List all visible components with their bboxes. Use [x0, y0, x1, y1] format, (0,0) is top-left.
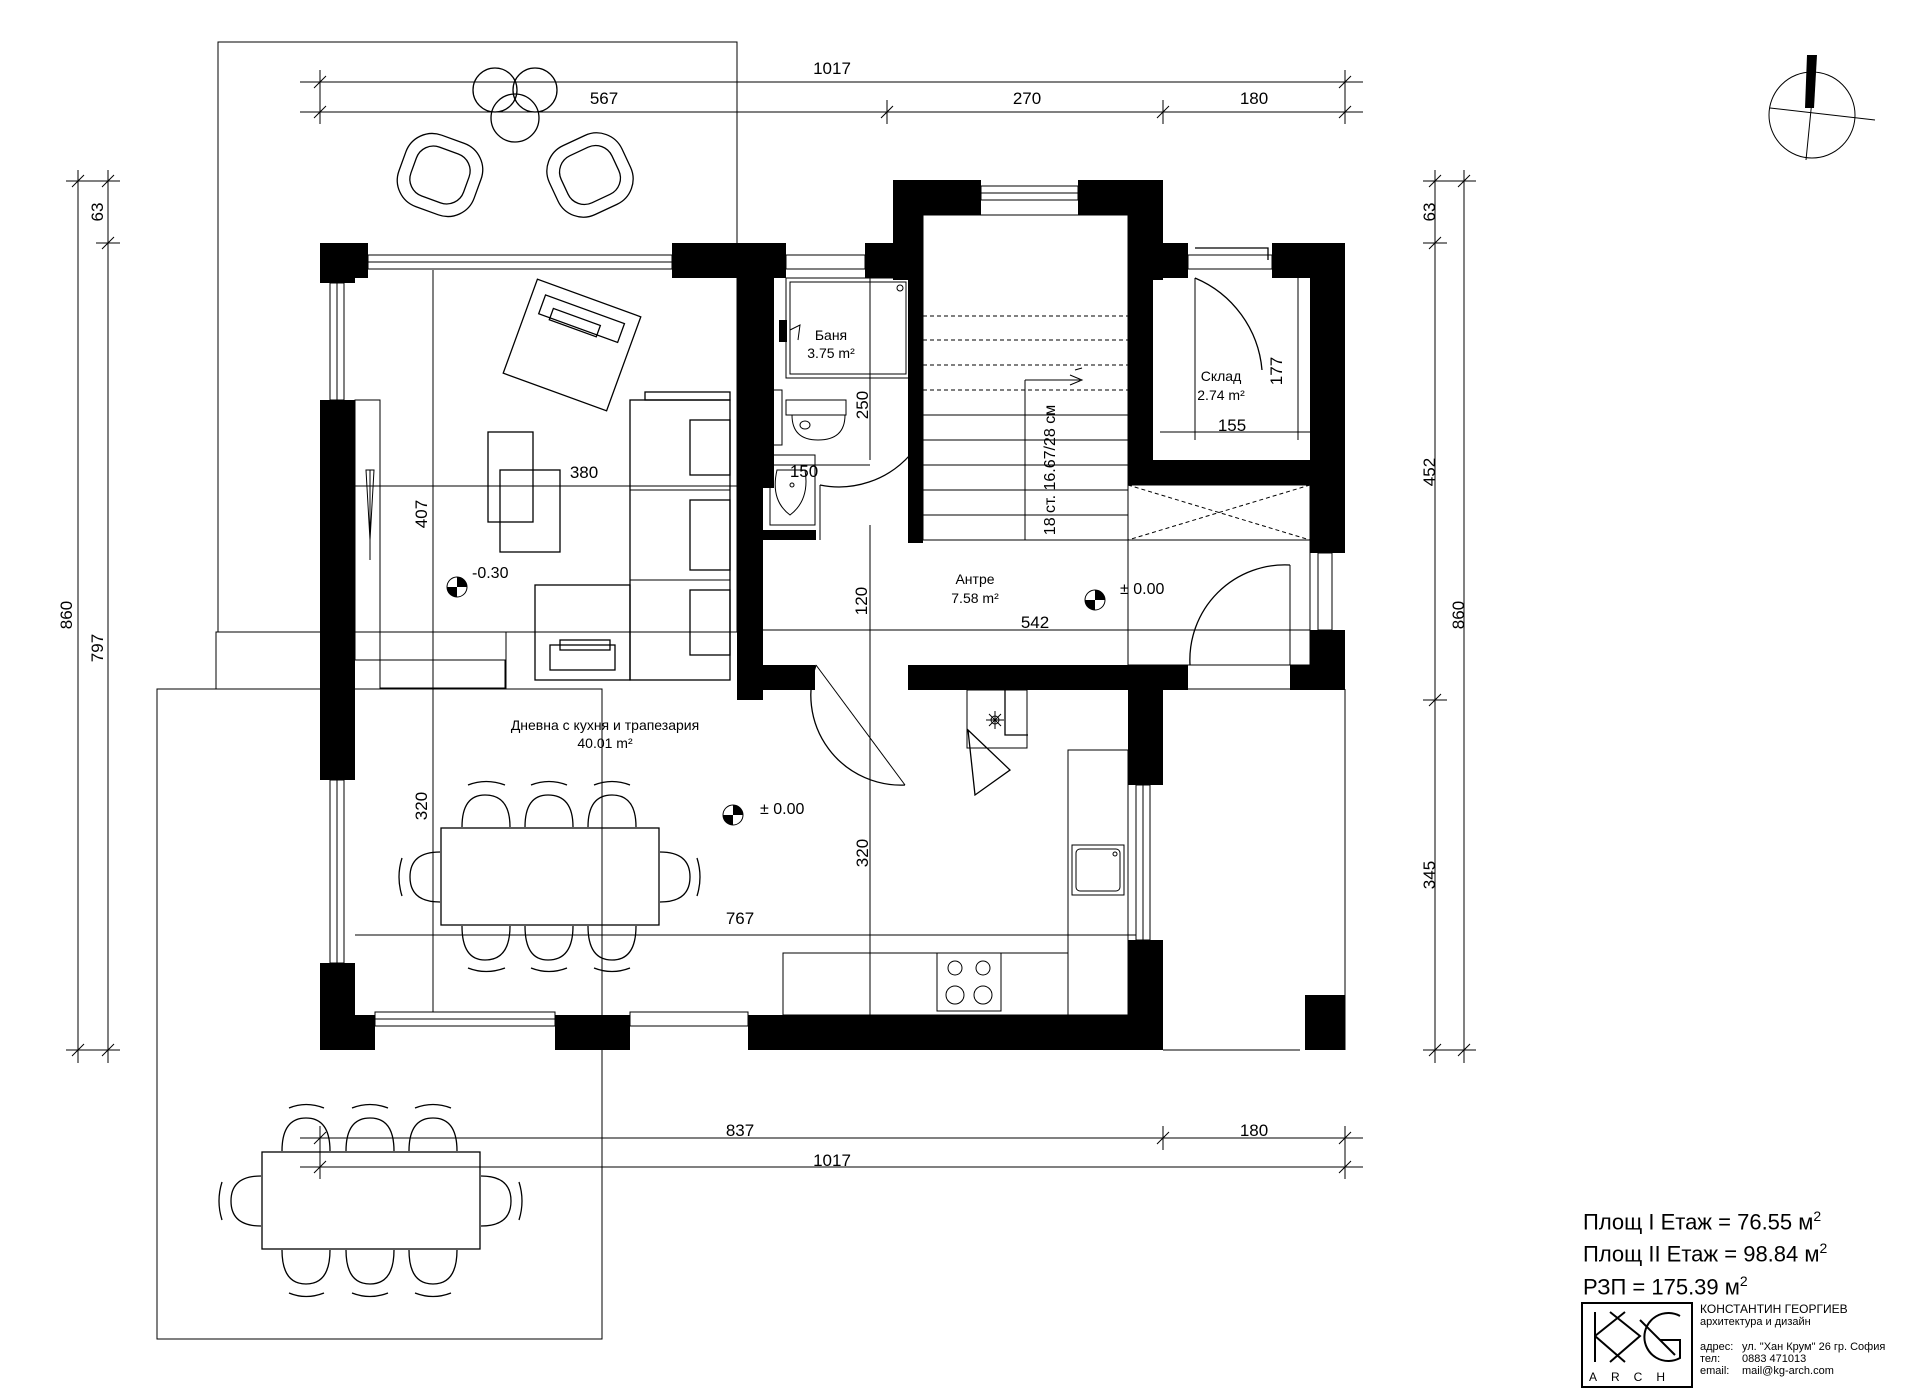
- dim-office-w: 380: [570, 463, 598, 482]
- room-living-name: Дневна с кухня и трапезария: [511, 717, 699, 733]
- staircase: 18 ст. 16.67/28 см: [922, 214, 1129, 541]
- dim-bottom-a: 837: [726, 1121, 754, 1140]
- room-hall-name: Антре: [955, 571, 994, 587]
- room-storage-name: Склад: [1201, 368, 1242, 384]
- dim-storage-w: 155: [1218, 416, 1246, 435]
- logo-frame: ARCH: [1581, 1302, 1693, 1388]
- north-arrow-icon: [1768, 55, 1876, 161]
- level-markers: -0.30 ± 0.00 ± 0.00: [446, 565, 1164, 826]
- area-summary: Площ I Етаж = 76.55 м2 Площ II Етаж = 98…: [1583, 1203, 1903, 1300]
- dim-storage-h: 177: [1267, 357, 1286, 385]
- dim-right-b: 452: [1420, 458, 1439, 486]
- area-total: РЗП = 175.39 м2: [1583, 1272, 1748, 1299]
- dimension-labels: 1017 567 270 180 837 180 1017 63 860 797…: [57, 59, 1468, 1170]
- area-floor2: Площ II Етаж = 98.84 м2: [1583, 1240, 1828, 1267]
- phone-value: 0883 471013: [1742, 1353, 1807, 1365]
- dim-office-h: 407: [412, 500, 431, 528]
- phone-label: тел:: [1700, 1353, 1721, 1365]
- email-label: email:: [1700, 1365, 1730, 1377]
- dim-top-a: 567: [590, 89, 618, 108]
- area-floor1: Площ I Етаж = 76.55 м2: [1583, 1208, 1822, 1235]
- kg-logo-icon: [1594, 1311, 1681, 1363]
- terrace-furniture: [396, 67, 634, 218]
- dim-living-h2: 320: [853, 839, 872, 867]
- room-labels: Баня 3.75 m² Склад 2.74 m² Антре 7.58 m²…: [511, 327, 1245, 751]
- level-living: ± 0.00: [760, 801, 804, 818]
- dim-top-b: 270: [1013, 89, 1041, 108]
- company-name: КОНСТАНТИН ГЕОРГИЕВ: [1700, 1302, 1848, 1316]
- dim-top-c: 180: [1240, 89, 1268, 108]
- address-label: адрес:: [1700, 1341, 1734, 1353]
- contact-block: адрес: ул. "Хан Крум" 26 гр. София тел: 08…: [1700, 1341, 1885, 1377]
- dim-right-a: 63: [1420, 203, 1439, 222]
- email-value[interactable]: mail@kg-arch.com: [1742, 1365, 1834, 1377]
- dim-left-b: 860: [57, 601, 76, 629]
- dim-living-w: 767: [726, 909, 754, 928]
- walls: [320, 180, 1345, 1050]
- room-storage-area: 2.74 m²: [1197, 387, 1245, 403]
- room-bath-area: 3.75 m²: [807, 345, 855, 361]
- stairs-label: 18 ст. 16.67/28 см: [1042, 405, 1059, 535]
- level-office: -0.30: [472, 565, 509, 582]
- room-bath-name: Баня: [815, 327, 847, 343]
- bathroom-fixtures: [769, 277, 911, 526]
- dim-top-total: 1017: [813, 59, 851, 78]
- dim-left-a: 63: [88, 203, 107, 222]
- dim-living-h: 320: [412, 792, 431, 820]
- dim-hall-w: 542: [1021, 613, 1049, 632]
- company-tagline: архитектура и дизайн: [1700, 1316, 1811, 1328]
- dim-bottom-total: 1017: [813, 1151, 851, 1170]
- dim-bath-h: 250: [853, 391, 872, 419]
- dimension-lines: [66, 70, 1476, 1179]
- office-furniture: [354, 278, 731, 689]
- doors: [810, 247, 1291, 797]
- dim-hall-h: 120: [852, 587, 871, 615]
- address-value: ул. "Хан Крум" 26 гр. София: [1742, 1341, 1886, 1353]
- dim-right-d: 345: [1420, 861, 1439, 889]
- dim-bottom-b: 180: [1240, 1121, 1268, 1140]
- company-block: КОНСТАНТИН ГЕОРГИЕВ архитектура и дизайн: [1700, 1303, 1848, 1329]
- windows: [329, 185, 1333, 1027]
- dining-table-indoor: [398, 780, 701, 973]
- dim-bath-w: 150: [790, 462, 818, 481]
- dim-right-c: 860: [1449, 601, 1468, 629]
- level-hall: ± 0.00: [1120, 581, 1164, 598]
- room-living-area: 40.01 m²: [577, 735, 633, 751]
- dining-table-outdoor: [218, 1103, 523, 1298]
- storage-closet: [1127, 484, 1311, 666]
- room-hall-area: 7.58 m²: [951, 590, 999, 606]
- kitchen-units: [782, 689, 1129, 1016]
- logo-text: ARCH: [1589, 1370, 1680, 1384]
- dim-left-c: 797: [88, 634, 107, 662]
